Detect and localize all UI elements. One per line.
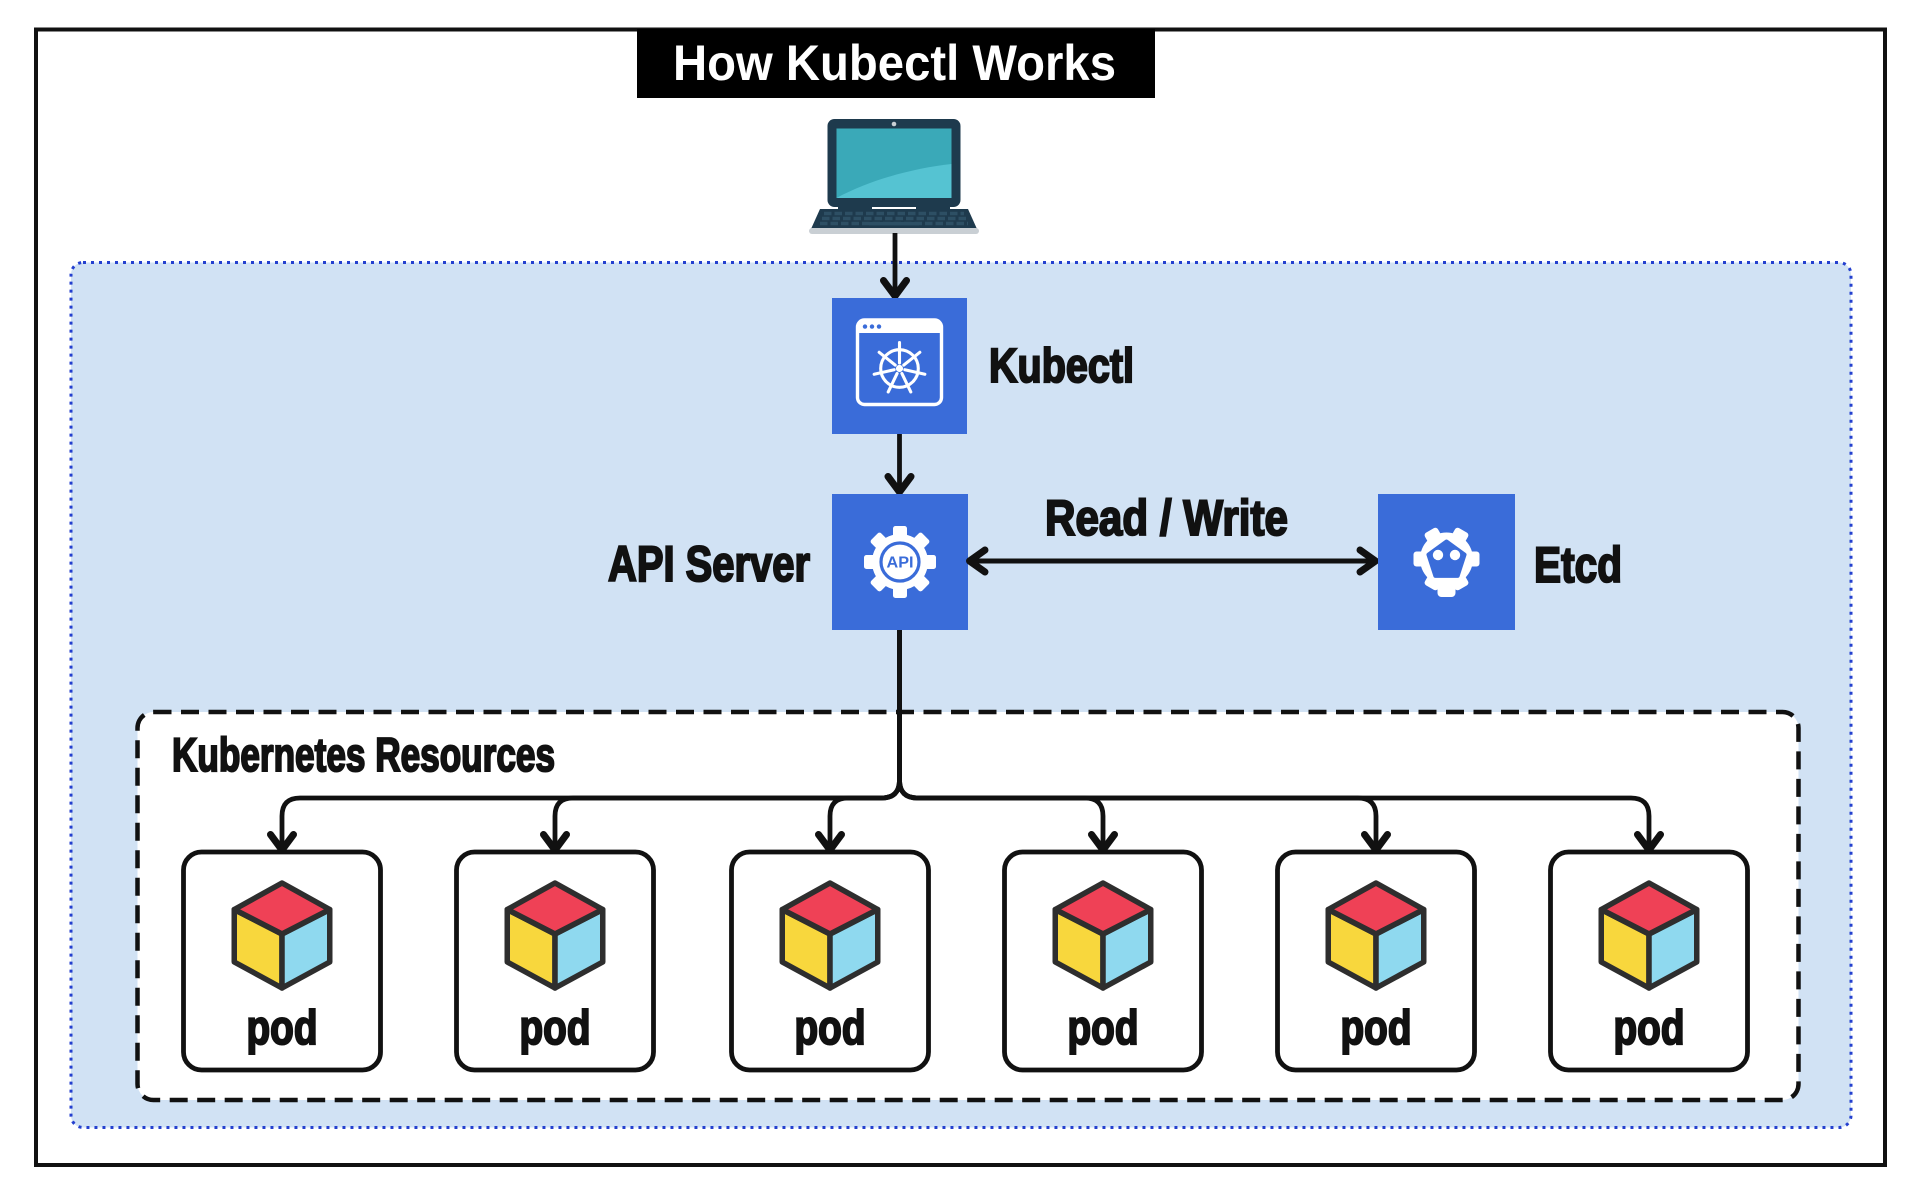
svg-text:Etcd: Etcd bbox=[1534, 537, 1622, 593]
svg-text:pod: pod bbox=[1614, 1002, 1685, 1055]
svg-text:Kubectl: Kubectl bbox=[989, 340, 1134, 393]
svg-text:pod: pod bbox=[1068, 1002, 1139, 1055]
svg-text:pod: pod bbox=[520, 1002, 591, 1055]
svg-text:pod: pod bbox=[247, 1002, 318, 1055]
svg-text:pod: pod bbox=[1341, 1002, 1412, 1055]
svg-text:API Server: API Server bbox=[608, 536, 810, 592]
svg-text:Read / Write: Read / Write bbox=[1045, 490, 1288, 546]
svg-text:API: API bbox=[887, 555, 914, 572]
svg-text:pod: pod bbox=[795, 1002, 866, 1055]
svg-text:Kubernetes Resources: Kubernetes Resources bbox=[172, 728, 555, 781]
svg-text:How Kubectl Works: How Kubectl Works bbox=[673, 35, 1116, 91]
